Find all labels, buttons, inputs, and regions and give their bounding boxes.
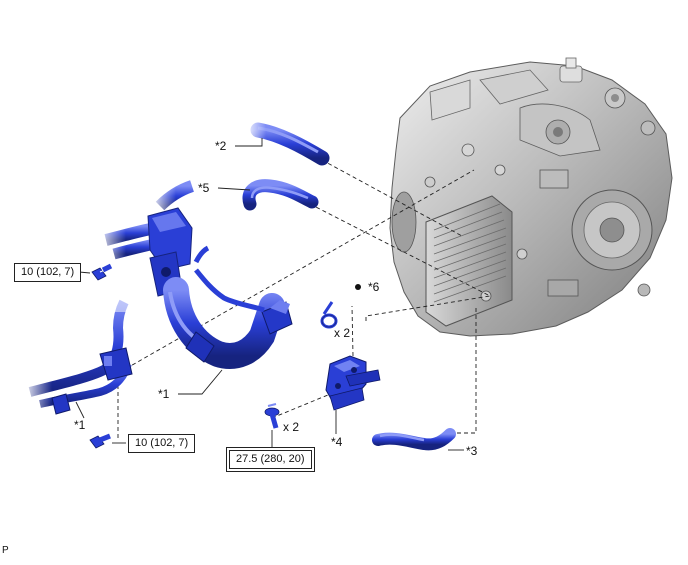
callout-part-5: *5 <box>198 181 210 195</box>
leader-lines <box>67 138 464 451</box>
alignment-lines <box>117 159 491 440</box>
torque-label-bracket: 27.5 (280, 20) <box>226 447 315 472</box>
quantity-bolt: x 2 <box>283 420 300 434</box>
hose-assembly-part-1 <box>96 180 293 369</box>
bolt-upper <box>91 263 113 281</box>
bolt-lower <box>89 433 111 449</box>
callout-part-3: *3 <box>466 444 478 458</box>
callout-part-1-assembly: *1 <box>158 387 170 401</box>
callout-part-6: *6 <box>368 280 380 294</box>
hose-part-3 <box>372 428 456 451</box>
hose-part-5 <box>242 179 319 211</box>
clamp-part-6 <box>320 301 338 329</box>
callout-part-1-lower: *1 <box>74 418 86 432</box>
bracket-part-4 <box>325 355 381 411</box>
hose-part-1-lower <box>22 296 133 415</box>
bolt-bracket <box>264 403 280 429</box>
part-6-marker-dot <box>355 284 361 290</box>
transmission-assembly <box>389 57 673 337</box>
quantity-clamp: x 2 <box>334 326 351 340</box>
torque-label-lower: 10 (102, 7) <box>128 434 196 453</box>
hose-part-2 <box>244 114 330 166</box>
torque-label-upper: 10 (102, 7) <box>14 263 82 282</box>
callout-part-4: *4 <box>331 435 343 449</box>
corner-mark: P <box>2 545 9 556</box>
callout-part-2: *2 <box>215 139 227 153</box>
